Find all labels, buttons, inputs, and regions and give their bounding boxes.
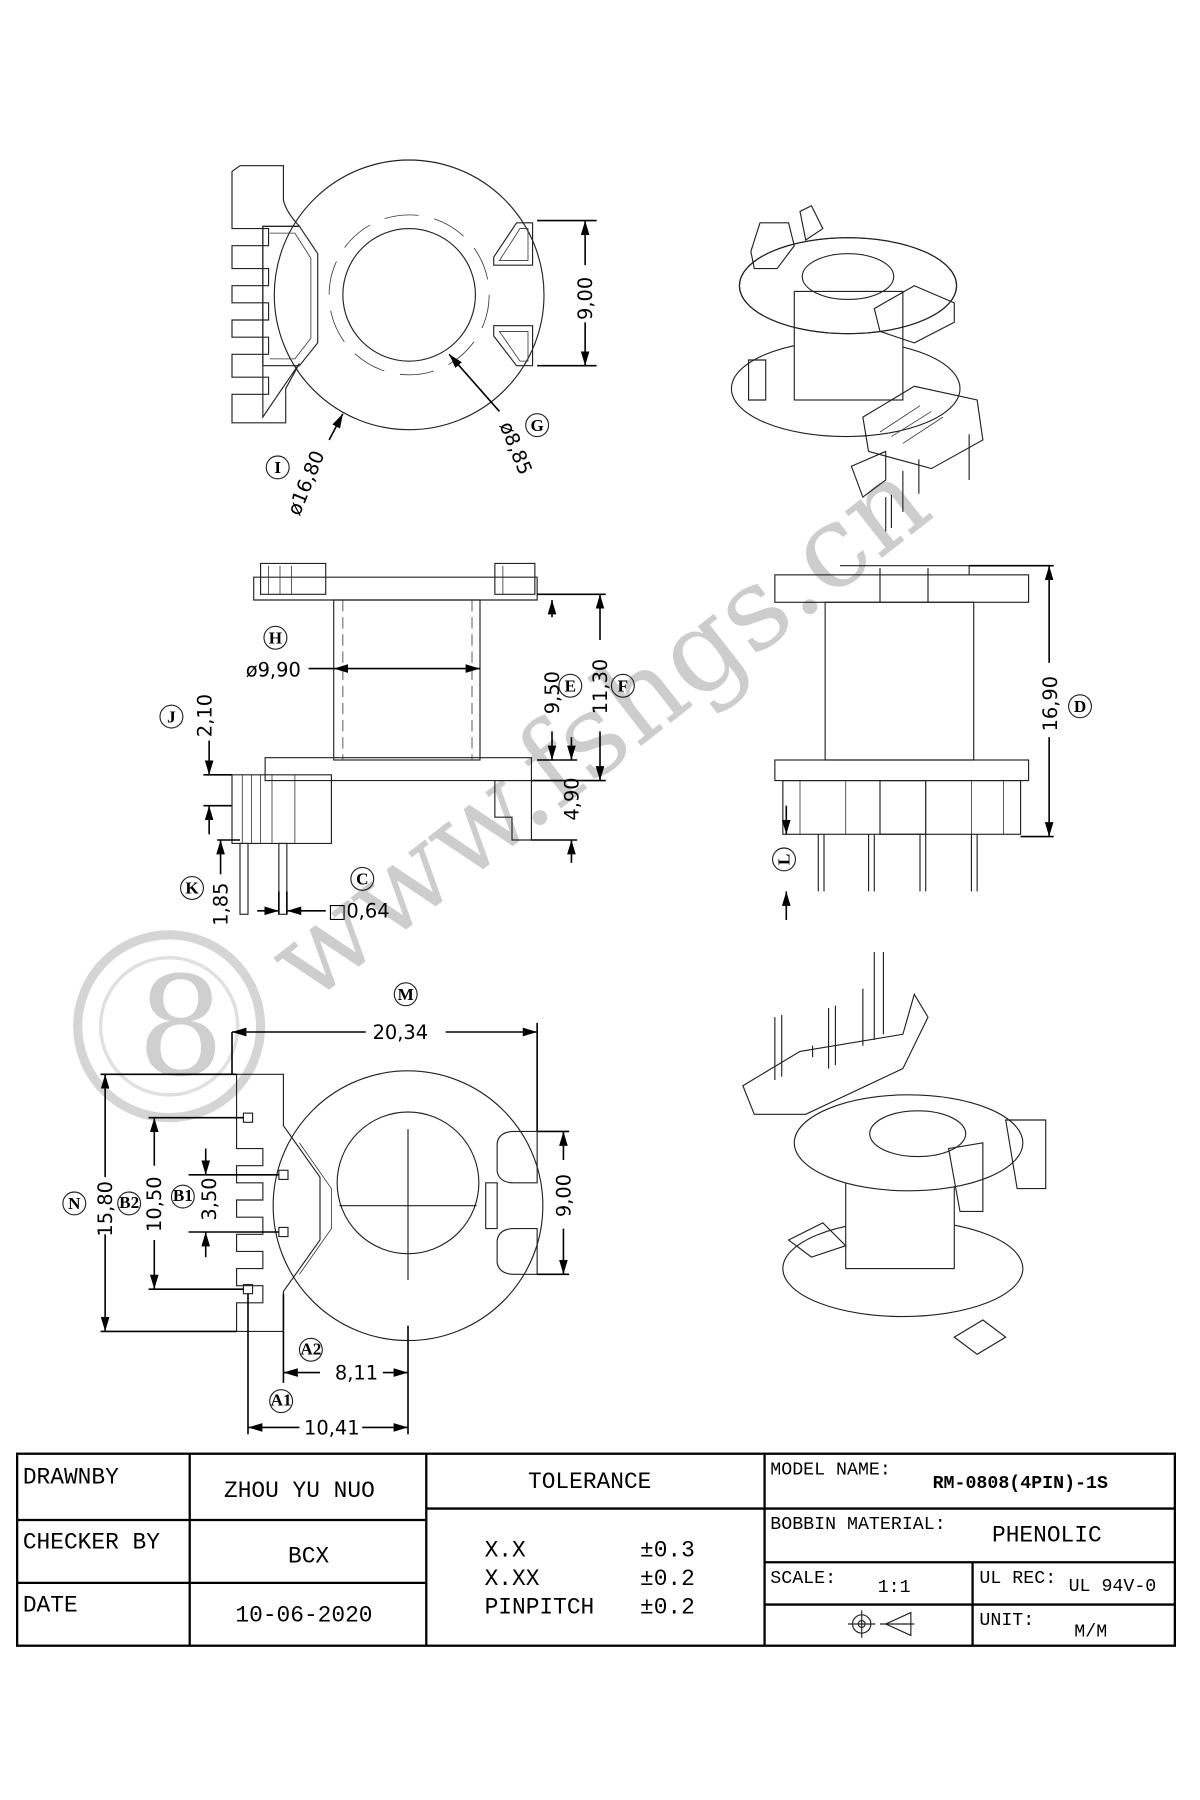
watermark-text: www.fshgs.cn (243, 432, 952, 1027)
model-label: MODEL NAME: (770, 1460, 891, 1480)
dim-bottom-width: 9,00 (552, 1174, 575, 1217)
drawnby-value: ZHOU YU NUO (224, 1478, 375, 1504)
isometric-view-top (730, 204, 984, 532)
dim-K: 1,85 (209, 882, 232, 925)
front-view: 16,90 D L (772, 564, 1092, 920)
label-B2: B2 (119, 1193, 139, 1212)
dim-top-width: 9,00 (574, 277, 597, 320)
dim-4-90: 4,90 (560, 777, 583, 820)
model-value: RM-0808(4PIN)-1S (933, 1474, 1108, 1494)
ul-label: UL REC: (979, 1569, 1056, 1589)
label-B1: B1 (173, 1186, 193, 1205)
label-N: N (68, 1194, 81, 1213)
ul-value: UL 94V-0 (1069, 1577, 1157, 1597)
label-C: C (356, 870, 368, 889)
dim-B2: 10,50 (143, 1176, 166, 1232)
scale-value: 1:1 (878, 1578, 911, 1598)
dim-J: 2,10 (193, 694, 216, 737)
watermark-logo-glyph: 8 (137, 948, 224, 1107)
unit-value: M/M (1074, 1623, 1107, 1643)
tolerance-format-2: PINPITCH (485, 1595, 595, 1621)
tolerance-value-1: ±0.2 (640, 1566, 695, 1592)
bottom-view: M 20,34 N 15,80 B2 10,50 B1 3,50 9,00 A2… (62, 982, 575, 1439)
label-A2: A2 (300, 1339, 321, 1358)
projection-symbol-icon (848, 1610, 915, 1638)
tolerance-label: TOLERANCE (528, 1469, 651, 1495)
isometric-view-bottom (742, 952, 1047, 1355)
label-J: J (167, 707, 176, 726)
checker-value: BCX (288, 1543, 329, 1569)
scale-label: SCALE: (770, 1569, 836, 1589)
side-view: H ø9,90 9,50 E 11,30 F 4,90 J 2,10 K 1,8… (159, 562, 635, 926)
dim-E: 9,50 (541, 671, 564, 714)
dim-B1: 3,50 (198, 1177, 221, 1220)
checker-label: CHECKER BY (23, 1530, 160, 1556)
label-I: I (274, 458, 281, 477)
tolerance-value-2: ±0.2 (640, 1595, 695, 1621)
label-F: F (618, 676, 628, 695)
label-A1: A1 (271, 1391, 292, 1410)
label-D: D (1074, 697, 1086, 716)
tolerance-format-0: X.X (485, 1538, 526, 1564)
dim-A2: 8,11 (335, 1361, 378, 1384)
label-G: G (530, 416, 543, 435)
label-K: K (185, 879, 199, 898)
label-L: L (775, 854, 794, 865)
material-value: PHENOLIC (992, 1523, 1102, 1549)
dim-H: ø9,90 (246, 659, 301, 682)
dim-F: 11,30 (589, 659, 612, 715)
title-block: DRAWNBY ZHOU YU NUO CHECKER BY BCX DATE … (16, 1452, 1176, 1647)
drawnby-label: DRAWNBY (23, 1464, 119, 1490)
tolerance-value-0: ±0.3 (640, 1538, 695, 1564)
unit-label: UNIT: (979, 1611, 1034, 1631)
dim-N: 15,80 (94, 1181, 117, 1237)
dim-D: 16,90 (1039, 676, 1062, 732)
label-M: M (398, 985, 414, 1004)
date-value: 10-06-2020 (235, 1603, 372, 1629)
dim-M: 20,34 (373, 1021, 429, 1044)
dim-A1: 10,41 (304, 1416, 360, 1439)
material-label: BOBBIN MATERIAL: (770, 1515, 945, 1535)
date-label: DATE (23, 1592, 78, 1618)
dim-C: □0,64 (328, 900, 390, 923)
top-view: 9,00 I ø16,80 G ø8,85 (231, 159, 597, 518)
label-E: E (565, 676, 576, 695)
label-H: H (269, 628, 283, 647)
dim-I: ø16,80 (283, 447, 330, 518)
tolerance-format-1: X.XX (485, 1566, 540, 1592)
